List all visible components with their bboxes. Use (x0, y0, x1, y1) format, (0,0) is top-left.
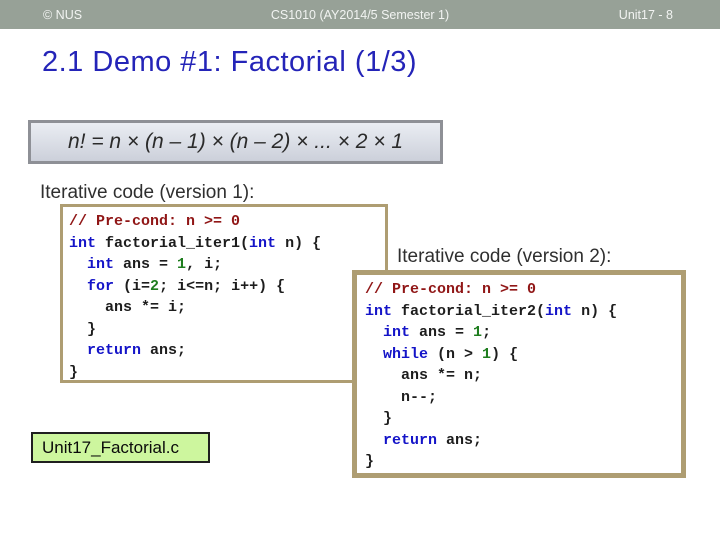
code-line: // Pre-cond: n >= 0 (365, 281, 537, 298)
filename-label: Unit17_Factorial.c (42, 437, 180, 457)
code-line: int ans = 1; (383, 324, 492, 341)
code-line: } (69, 320, 97, 338)
factorial-formula-box: n! = n × (n – 1) × (n – 2) × ... × 2 × 1 (28, 120, 443, 164)
section-label-version1: Iterative code (version 1): (40, 182, 255, 203)
code-line: for (i=2; i<=n; i++) { (87, 277, 286, 295)
copyright-text: © NUS (43, 7, 83, 22)
code-line: ans *= i; (69, 299, 187, 316)
filename-label-box: Unit17_Factorial.c (31, 432, 210, 463)
code-line: int factorial_iter2(int n) { (365, 302, 618, 320)
code-line: int factorial_iter1(int n) { (69, 234, 322, 252)
course-text: CS1010 (AY2014/5 Semester 1) (270, 7, 450, 22)
code-line: // Pre-cond: n >= 0 (69, 213, 241, 230)
code-line: n--; (365, 388, 438, 406)
unit-page-number: Unit17 - 8 (618, 7, 673, 22)
code-line: } (365, 410, 393, 427)
code-line: int ans = 1, i; (87, 256, 223, 273)
code-box-version2: // Pre-cond: n >= 0 int factorial_iter2(i… (352, 270, 686, 478)
code-box-version1: // Pre-cond: n >= 0 int factorial_iter1(i… (60, 204, 388, 383)
code-line: } (69, 363, 79, 381)
code-line: return ans; (87, 342, 187, 359)
factorial-formula: n! = n × (n – 1) × (n – 2) × ... × 2 × 1 (67, 130, 404, 153)
code-line: while (n > 1) { (383, 345, 519, 363)
code-line: ans *= n; (365, 367, 483, 384)
code-line: } (365, 453, 375, 470)
code-line: return ans; (383, 431, 483, 449)
slide-header-bar: © NUS CS1010 (AY2014/5 Semester 1) Unit1… (0, 0, 720, 29)
slide-title: 2.1 Demo #1: Factorial (1/3) (42, 46, 418, 78)
section-label-version2: Iterative code (version 2): (397, 246, 612, 267)
